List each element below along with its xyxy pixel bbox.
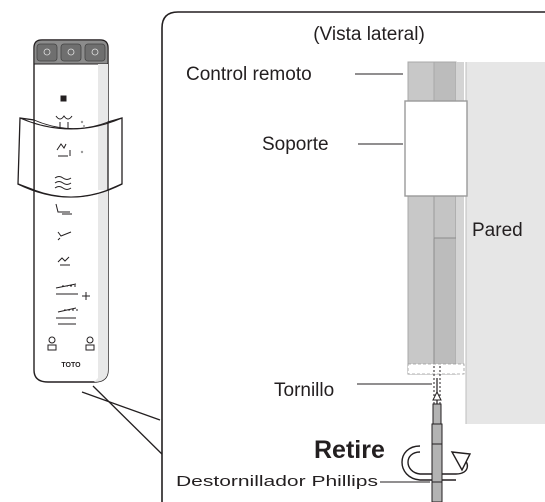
pulsating-icon bbox=[57, 256, 70, 266]
holder-label: Soporte bbox=[262, 134, 329, 155]
stop-icon bbox=[60, 95, 67, 102]
brand-logo: TOTO bbox=[61, 362, 81, 369]
side-view-title: (Vista lateral) bbox=[313, 24, 425, 45]
wall bbox=[466, 62, 545, 424]
top-buttons bbox=[36, 43, 106, 62]
holder-side-view bbox=[404, 100, 468, 197]
position-adjust-icon bbox=[56, 307, 77, 325]
user-memory-icon bbox=[47, 336, 95, 351]
rear-wash-icon bbox=[55, 115, 73, 128]
rotate-arrow-icon bbox=[401, 443, 472, 483]
zoom-callout-lines bbox=[81, 385, 171, 463]
remove-action-label: Retire bbox=[314, 436, 385, 464]
screwdriver-label: Destornillador Phillips bbox=[176, 473, 378, 490]
screw-label: Tornillo bbox=[274, 380, 334, 401]
dryer-icon bbox=[54, 176, 72, 190]
remote-control-front-view: TOTO bbox=[17, 39, 123, 383]
wand-position-icon bbox=[55, 203, 72, 215]
remote-control-label: Control remoto bbox=[186, 64, 312, 85]
wall-label: Pared bbox=[472, 220, 523, 241]
holder-front bbox=[17, 117, 123, 198]
screw bbox=[407, 363, 465, 412]
front-wash-icon bbox=[56, 143, 71, 157]
phillips-screwdriver bbox=[431, 378, 443, 502]
oscillating-icon bbox=[57, 231, 72, 241]
